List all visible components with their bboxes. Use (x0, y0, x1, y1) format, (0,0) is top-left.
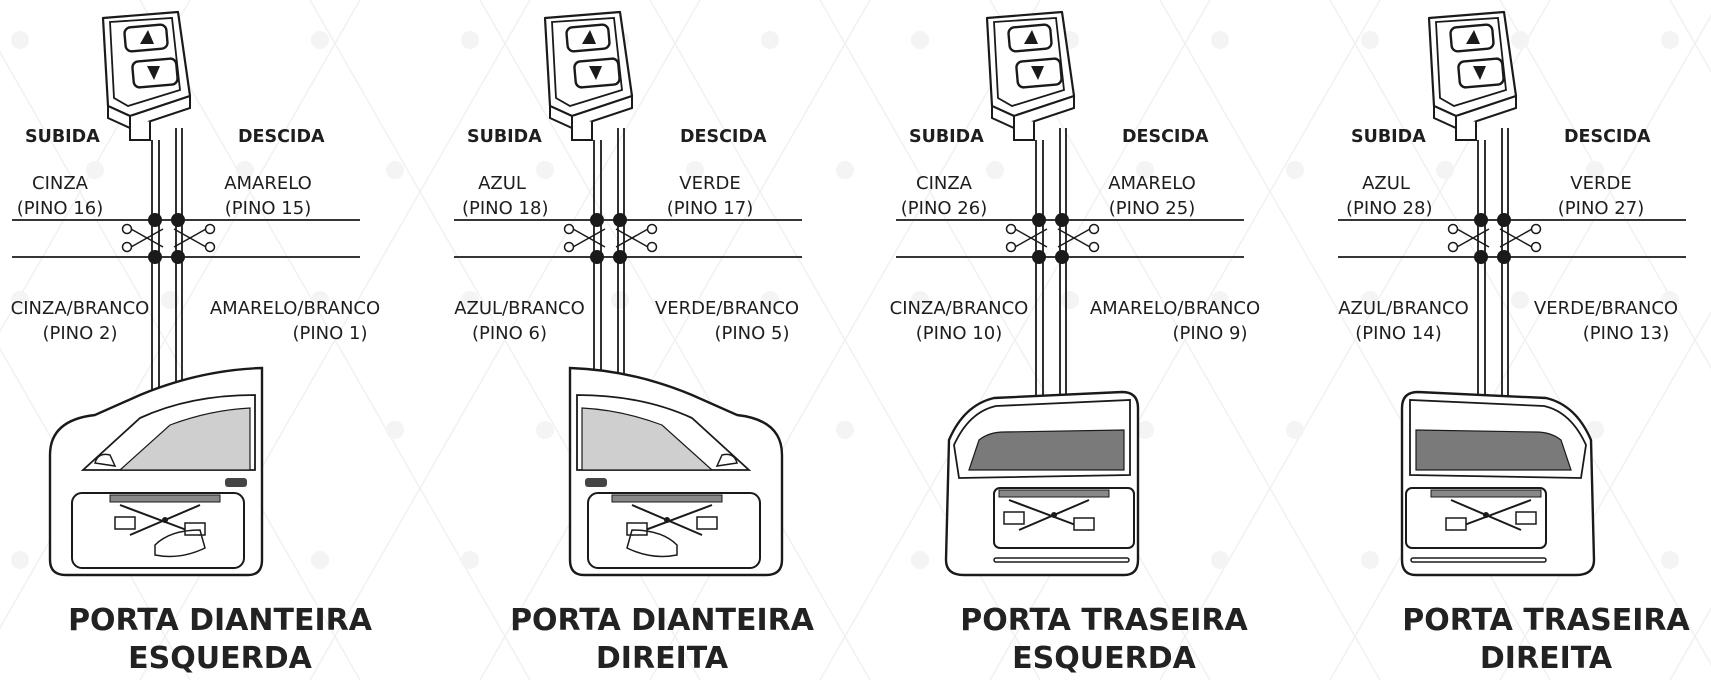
front-door-icon (568, 366, 784, 577)
wiring-lines (1338, 128, 1686, 405)
junction-dot (148, 213, 162, 227)
subida-label: SUBIDA (909, 127, 984, 147)
window-switch-icon (101, 10, 192, 141)
junction-dot (1497, 250, 1511, 264)
wire-label-left-top: AZUL(PINO 28) (1346, 173, 1433, 219)
junction-dot (590, 213, 604, 227)
rear-door-icon (944, 390, 1140, 577)
scissors-icon (1499, 223, 1542, 253)
panel-rear-left: SUBIDA DESCIDA CINZA(PINO 26) AMARELO(PI… (884, 0, 1324, 680)
junction-dot (613, 250, 627, 264)
wire-label-right-top: VERDE(PINO 27) (1557, 173, 1645, 219)
wire-label-left-top: AZUL(PINO 18) (462, 173, 549, 219)
subida-label: SUBIDA (1351, 127, 1426, 147)
wiring-lines (454, 128, 802, 405)
window-regulator-icon (1430, 489, 1542, 531)
wiring-lines (896, 128, 1244, 405)
wire-label-right-bottom: VERDE/BRANCO(PINO 13) (1533, 298, 1679, 344)
junction-dot (590, 250, 604, 264)
subida-label: SUBIDA (467, 127, 542, 147)
window-regulator-icon (109, 494, 221, 536)
panel-front-right: SUBIDA DESCIDA AZUL(PINO 18) VERDE(PINO … (442, 0, 882, 680)
wire-label-left-bottom: AZUL/BRANCO(PINO 14) (1338, 298, 1469, 344)
wire-label-left-bottom: CINZA/BRANCO(PINO 2) (10, 298, 150, 344)
descida-label: DESCIDA (238, 127, 325, 147)
scissors-icon (1057, 223, 1100, 253)
scissors-icon (1005, 223, 1048, 253)
junction-dot (1055, 250, 1069, 264)
junction-dot (1474, 250, 1488, 264)
window-regulator-icon (998, 489, 1110, 531)
window-switch-icon (1427, 10, 1518, 141)
junction-dot (1474, 213, 1488, 227)
wiring-art (896, 10, 1244, 577)
wiring-art (1338, 10, 1686, 577)
subida-label: SUBIDA (25, 127, 100, 147)
wiring-art (12, 10, 360, 577)
junction-dot (1497, 213, 1511, 227)
wire-label-right-top: AMARELO(PINO 25) (1108, 173, 1196, 219)
scissors-icon (615, 223, 658, 253)
descida-label: DESCIDA (1564, 127, 1651, 147)
junction-dot (613, 213, 627, 227)
wire-label-left-top: CINZA(PINO 26) (900, 173, 988, 219)
wiring-lines (12, 128, 360, 405)
scissors-icon (1447, 223, 1490, 253)
junction-dot (1032, 250, 1046, 264)
front-door-icon (48, 366, 264, 577)
wire-label-right-top: VERDE(PINO 17) (666, 173, 754, 219)
scissors-icon (563, 223, 606, 253)
descida-label: DESCIDA (680, 127, 767, 147)
wire-label-right-bottom: AMARELO/BRANCO(PINO 9) (1089, 298, 1261, 344)
descida-label: DESCIDA (1122, 127, 1209, 147)
junction-dot (148, 250, 162, 264)
wire-label-right-bottom: AMARELO/BRANCO(PINO 1) (209, 298, 381, 344)
wire-label-left-top: CINZA(PINO 16) (16, 173, 104, 219)
wiring-art (454, 10, 802, 577)
wire-label-right-top: AMARELO(PINO 15) (224, 173, 312, 219)
panel-rear-right: SUBIDA DESCIDA AZUL(PINO 28) VERDE(PINO … (1326, 0, 1711, 680)
wire-label-left-bottom: AZUL/BRANCO(PINO 6) (454, 298, 585, 344)
window-switch-icon (985, 10, 1076, 141)
scissors-icon (121, 223, 164, 253)
wire-label-right-bottom: VERDE/BRANCO(PINO 5) (654, 298, 800, 344)
junction-dot (1032, 213, 1046, 227)
junction-dot (171, 250, 185, 264)
rear-door-icon (1400, 390, 1596, 577)
junction-dot (1055, 213, 1069, 227)
scissors-icon (173, 223, 216, 253)
window-switch-icon (543, 10, 634, 141)
junction-dot (171, 213, 185, 227)
panel-front-left: SUBIDA DESCIDA CINZA(PINO 16) AMARELO(PI… (0, 0, 440, 680)
wire-label-left-bottom: CINZA/BRANCO(PINO 10) (889, 298, 1029, 344)
